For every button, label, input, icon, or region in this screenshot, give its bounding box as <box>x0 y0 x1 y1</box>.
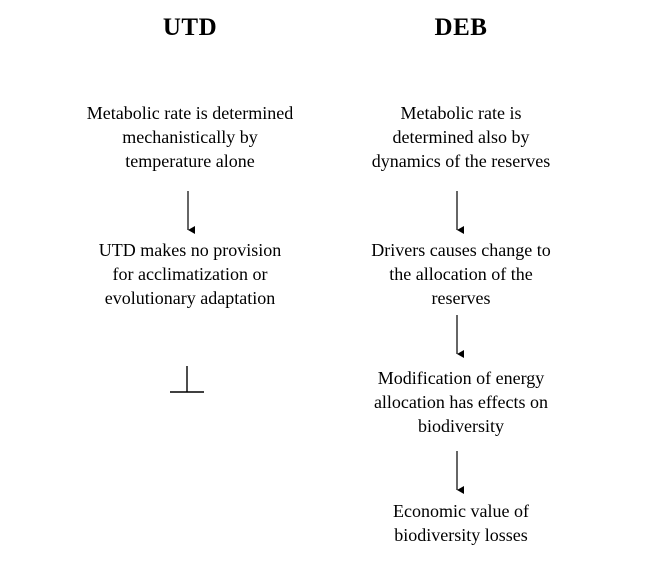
deb-box-metabolic-rate: Metabolic rate is determined also by dyn… <box>371 103 551 171</box>
deb-box-economic-value: Economic value of biodiversity losses <box>393 501 529 545</box>
utd-box-metabolic-rate: Metabolic rate is determined mechanistic… <box>86 103 294 171</box>
utd-terminal-symbol <box>170 366 204 393</box>
deb-title: DEB <box>434 14 488 41</box>
deb-box-modification: Modification of energy allocation has ef… <box>373 368 549 436</box>
deb-box-drivers: Drivers causes change to the allocation … <box>371 240 551 308</box>
utd-box-no-provision: UTD makes no provision for acclimatizati… <box>98 240 282 308</box>
utd-title: UTD <box>162 14 218 41</box>
